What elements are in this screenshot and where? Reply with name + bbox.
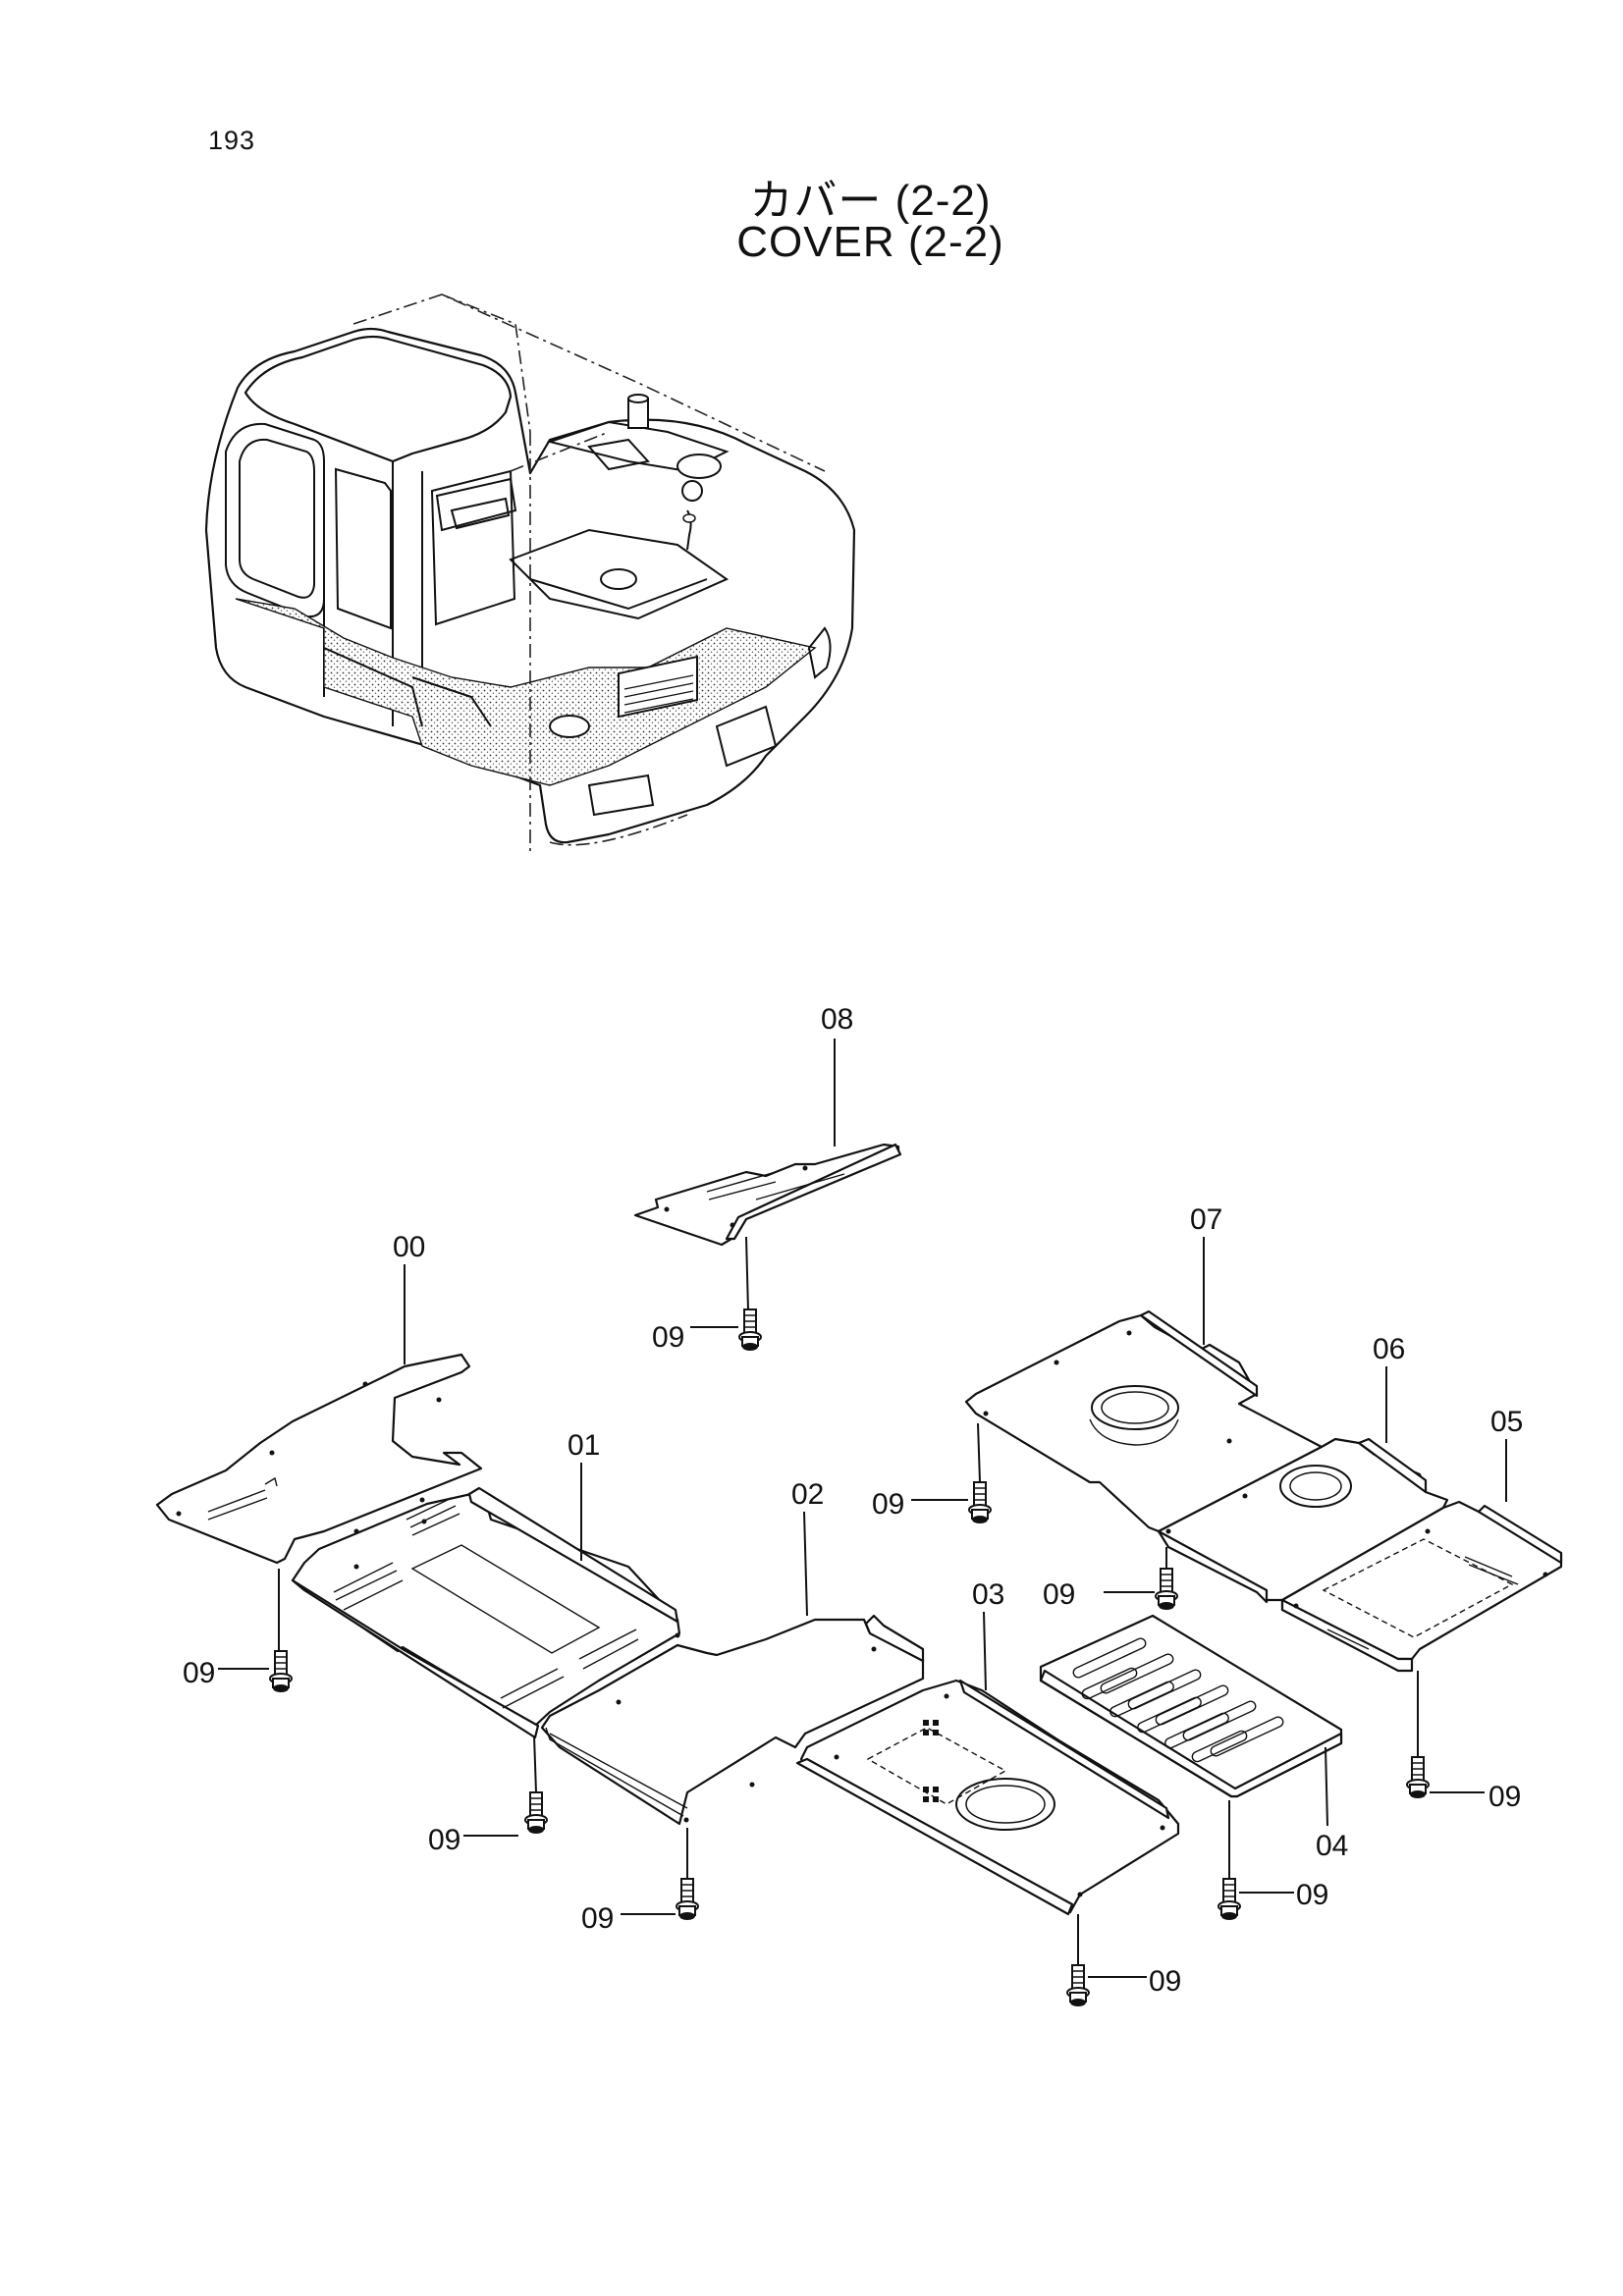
callout-09: 09 [1149,1965,1181,1998]
callout-09: 09 [428,1824,460,1856]
part-00-plate [155,1353,483,1565]
callout-09: 09 [1488,1781,1521,1813]
callout-03: 03 [972,1578,1004,1611]
bolt-09 [676,1878,699,1921]
grille-detail [618,655,698,719]
bolt-09 [1217,1878,1241,1921]
bolt-09 [269,1650,293,1693]
bolt-09 [738,1308,762,1352]
grid-marks [923,1720,939,1802]
bolt-09 [524,1791,548,1835]
title-japanese: カバー (2-2) [749,177,992,225]
part-02-plate [540,1614,925,1826]
part-07-plate [964,1309,1324,1533]
callout-00: 00 [393,1231,425,1263]
callout-04: 04 [1316,1830,1348,1862]
callout-06: 06 [1373,1333,1405,1365]
callout-09: 09 [872,1488,904,1521]
page-number: 193 [208,126,256,155]
callout-09: 09 [1043,1578,1075,1611]
callout-09: 09 [581,1902,614,1935]
bolt-09 [968,1481,992,1524]
callout-09: 09 [652,1321,684,1354]
callout-09: 09 [183,1657,215,1689]
part-05-plate [1280,1500,1563,1673]
part-04-grating [1039,1614,1343,1798]
callout-02: 02 [791,1478,824,1511]
part-01-plate [291,1486,681,1739]
callout-05: 05 [1490,1406,1523,1438]
callout-08: 08 [821,1003,853,1036]
title-english: COVER (2-2) [736,218,1004,266]
callout-07: 07 [1190,1203,1222,1236]
callout-09: 09 [1296,1879,1328,1911]
bolt-09 [1066,1964,1090,2007]
bolt-09 [1155,1568,1178,1611]
bolt-09 [1406,1756,1430,1799]
machine-overview-illustration [204,294,856,854]
callout-01: 01 [568,1429,600,1462]
part-08-plate [633,1143,902,1247]
part-03-plate [795,1679,1180,1916]
part-06-plate [1157,1437,1449,1604]
